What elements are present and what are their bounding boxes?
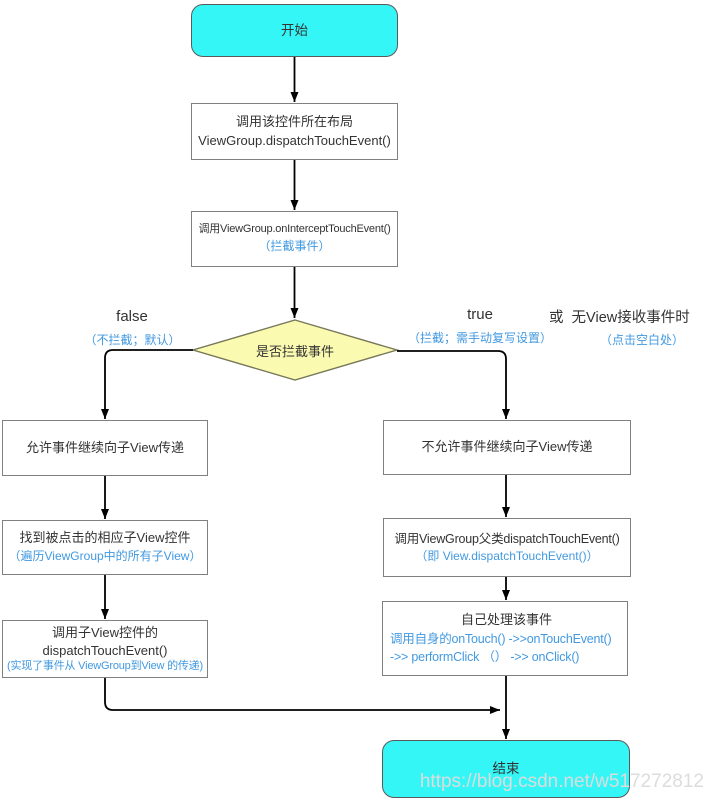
right2-line1: 调用ViewGroup父类dispatchTouchEvent() [394,531,620,546]
dispatch-line2: ViewGroup.dispatchTouchEvent() [198,132,391,148]
allow-pass-to-child-node: 允许事件继续向子View传递 [2,420,208,476]
left3-line1: 调用子View控件的 [52,625,158,641]
true-branch-label: true [467,306,493,323]
or-no-view-label: 或 无View接收事件时 [549,310,690,326]
intercept-note: （拦截事件） [258,239,331,254]
right3-line3: ->> performClick （） ->> onClick() [390,650,580,665]
left3-line2: dispatchTouchEvent() [42,642,168,658]
left2-line1: 找到被点击的相应子View控件 [19,530,191,546]
dispatch-touch-event-node: 调用该控件所在布局 ViewGroup.dispatchTouchEvent() [191,103,398,160]
right3-line2: 调用自身的onTouch() ->>onTouchEvent() [390,631,612,646]
edge-true-branch [397,350,510,419]
false-branch-note: （不拦截；默认） [84,333,181,347]
decision-label: 是否拦截事件 [255,344,334,359]
dispatch-line1: 调用该控件所在布局 [235,113,353,129]
find-clicked-child-view-node: 找到被点击的相应子View控件 （遍历ViewGroup中的所有子View） [2,520,208,575]
end-label: 结束 [492,761,520,777]
right2-note: （即 View.dispatchTouchEvent()） [415,548,599,563]
decision-diamond [190,319,400,381]
left1-line1: 允许事件继续向子View传递 [26,439,184,455]
start-label: 开始 [281,22,308,38]
edge-left3-merge [104,678,500,714]
right3-line1: 自己处理该事件 [460,612,552,627]
edge-false-branch [101,349,193,419]
watermark-url: https://blog.csdn.net/w517272812 [419,771,704,792]
disallow-pass-to-child-node: 不允许事件继续向子View传递 [383,420,631,475]
right1-line1: 不允许事件继续向子View传递 [421,439,593,455]
end-node: 结束 [382,740,630,798]
intercept-line1: 调用ViewGroup.onInterceptTouchEvent() [198,223,391,236]
or-no-view-note: （点击空白处） [599,333,684,347]
start-node: 开始 [191,4,398,57]
handle-event-self-node: 自己处理该事件 调用自身的onTouch() ->>onTouchEvent()… [382,601,628,676]
call-child-dispatch-node: 调用子View控件的 dispatchTouchEvent() (实现了事件从 … [2,620,208,678]
left2-note: （遍历ViewGroup中的所有子View） [8,549,202,564]
on-intercept-touch-event-node: 调用ViewGroup.onInterceptTouchEvent() （拦截事… [191,211,398,267]
true-branch-note: （拦截；需手动复写设置） [407,331,552,345]
false-branch-label: false [116,308,148,325]
call-super-dispatch-node: 调用ViewGroup父类dispatchTouchEvent() （即 Vie… [383,518,631,577]
left3-note: (实现了事件从 ViewGroup到View 的传递) [7,660,203,673]
